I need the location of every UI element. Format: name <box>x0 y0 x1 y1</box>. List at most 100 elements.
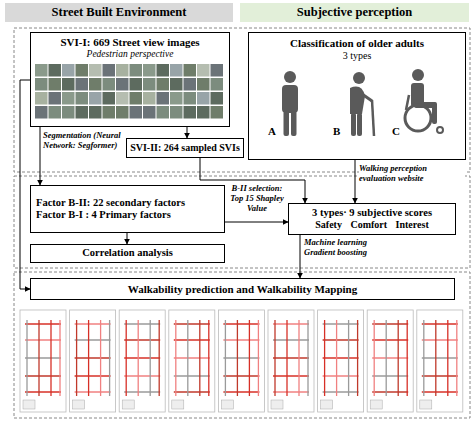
street-view-thumbnail <box>130 78 143 91</box>
street-view-thumbnail <box>197 92 210 105</box>
street-view-thumbnail <box>62 64 75 77</box>
street-view-thumbnail <box>157 64 170 77</box>
map-street <box>187 320 188 396</box>
street-view-thumbnail <box>116 78 129 91</box>
dashed-group <box>14 272 470 418</box>
flow-arrow <box>127 233 128 244</box>
map-street <box>25 339 61 340</box>
street-view-thumbnail <box>35 106 48 119</box>
map-street <box>124 323 160 324</box>
street-view-thumbnail <box>35 64 48 77</box>
box-title: SVI-I: 669 Street view images <box>60 36 199 49</box>
street-view-thumbnail <box>49 92 62 105</box>
map-street <box>124 375 160 376</box>
map-legend-box <box>221 400 233 409</box>
map-street <box>199 320 200 396</box>
map-street <box>323 391 359 392</box>
walkability-map <box>367 310 413 412</box>
process-box: Correlation analysis <box>30 244 225 263</box>
map-frame <box>268 310 314 412</box>
map-street <box>249 320 250 396</box>
icon-head <box>412 69 424 81</box>
process-box: Factor B-II: 22 secondary factorsFactor … <box>30 185 225 233</box>
box-title: Correlation analysis <box>82 247 173 259</box>
map-street <box>75 391 111 392</box>
map-street <box>298 320 299 396</box>
map-street <box>274 320 275 396</box>
dashed-group <box>14 176 470 268</box>
box-line: Factor B-II: 22 secondary factors <box>36 197 185 209</box>
map-street <box>357 320 358 396</box>
icon-body <box>282 85 298 113</box>
street-view-thumbnail <box>116 92 129 105</box>
map-street <box>223 391 259 392</box>
map-legend-box <box>23 400 35 409</box>
box-title: Classification of older adults <box>290 37 424 50</box>
map-street <box>372 323 408 324</box>
street-view-thumbnail <box>35 92 48 105</box>
street-view-thumbnail <box>130 64 143 77</box>
map-frame <box>218 310 264 412</box>
map-street <box>88 320 89 396</box>
street-view-thumbnail <box>143 92 156 105</box>
street-view-thumbnail <box>116 64 129 77</box>
street-view-thumbnail <box>143 78 156 91</box>
map-street <box>237 320 238 396</box>
process-box: Classification of older adults3 types <box>248 32 466 160</box>
street-view-thumbnail <box>211 106 224 119</box>
map-street <box>174 391 210 392</box>
map-street <box>273 339 309 340</box>
map-street <box>307 320 308 396</box>
street-view-grid <box>35 64 223 119</box>
street-view-thumbnail <box>184 64 197 77</box>
map-street <box>50 320 51 396</box>
street-view-thumbnail <box>62 106 75 119</box>
map-street <box>324 320 325 396</box>
street-view-thumbnail <box>170 92 183 105</box>
map-street <box>124 391 160 392</box>
icon-cane <box>372 100 374 136</box>
map-street <box>422 357 458 358</box>
icon-leg <box>284 111 290 136</box>
street-view-thumbnail <box>49 64 62 77</box>
walkability-map <box>268 310 314 412</box>
walkability-map <box>20 310 66 412</box>
map-street <box>422 323 458 324</box>
process-box: SVI-II: 264 sampled SVIs <box>126 138 244 158</box>
map-frame <box>417 310 463 412</box>
map-street <box>76 320 77 396</box>
process-box: SVI-I: 669 Street view imagesPedestrian … <box>30 32 230 127</box>
street-view-thumbnail <box>35 78 48 91</box>
street-view-thumbnail <box>116 106 129 119</box>
map-street <box>435 320 436 396</box>
map-street <box>407 320 408 396</box>
map-legend-box <box>73 400 85 409</box>
street-view-thumbnail <box>49 106 62 119</box>
street-view-thumbnail <box>184 78 197 91</box>
street-view-thumbnail <box>103 78 116 91</box>
icon-head <box>284 71 296 83</box>
street-view-thumbnail <box>197 78 210 91</box>
map-row <box>20 310 463 412</box>
street-view-thumbnail <box>76 78 89 91</box>
map-legend-box <box>122 400 134 409</box>
wheelchair-icon <box>405 69 443 133</box>
map-street <box>59 320 60 396</box>
map-legend-box <box>420 400 432 409</box>
map-street <box>175 320 176 396</box>
street-view-thumbnail <box>170 78 183 91</box>
street-view-thumbnail <box>62 92 75 105</box>
map-street <box>386 320 387 396</box>
icon-head <box>353 72 365 84</box>
process-box: Walkability prediction and Walkability M… <box>30 278 455 300</box>
map-street <box>323 375 359 376</box>
icon-wheel <box>437 127 443 133</box>
street-view-thumbnail <box>211 78 224 91</box>
header-band: Subjective perception <box>240 3 469 22</box>
street-view-thumbnail <box>184 106 197 119</box>
flow-arrow <box>40 127 41 185</box>
type-letter: C <box>392 126 400 137</box>
icon-leg <box>351 113 356 136</box>
map-street <box>109 320 110 396</box>
